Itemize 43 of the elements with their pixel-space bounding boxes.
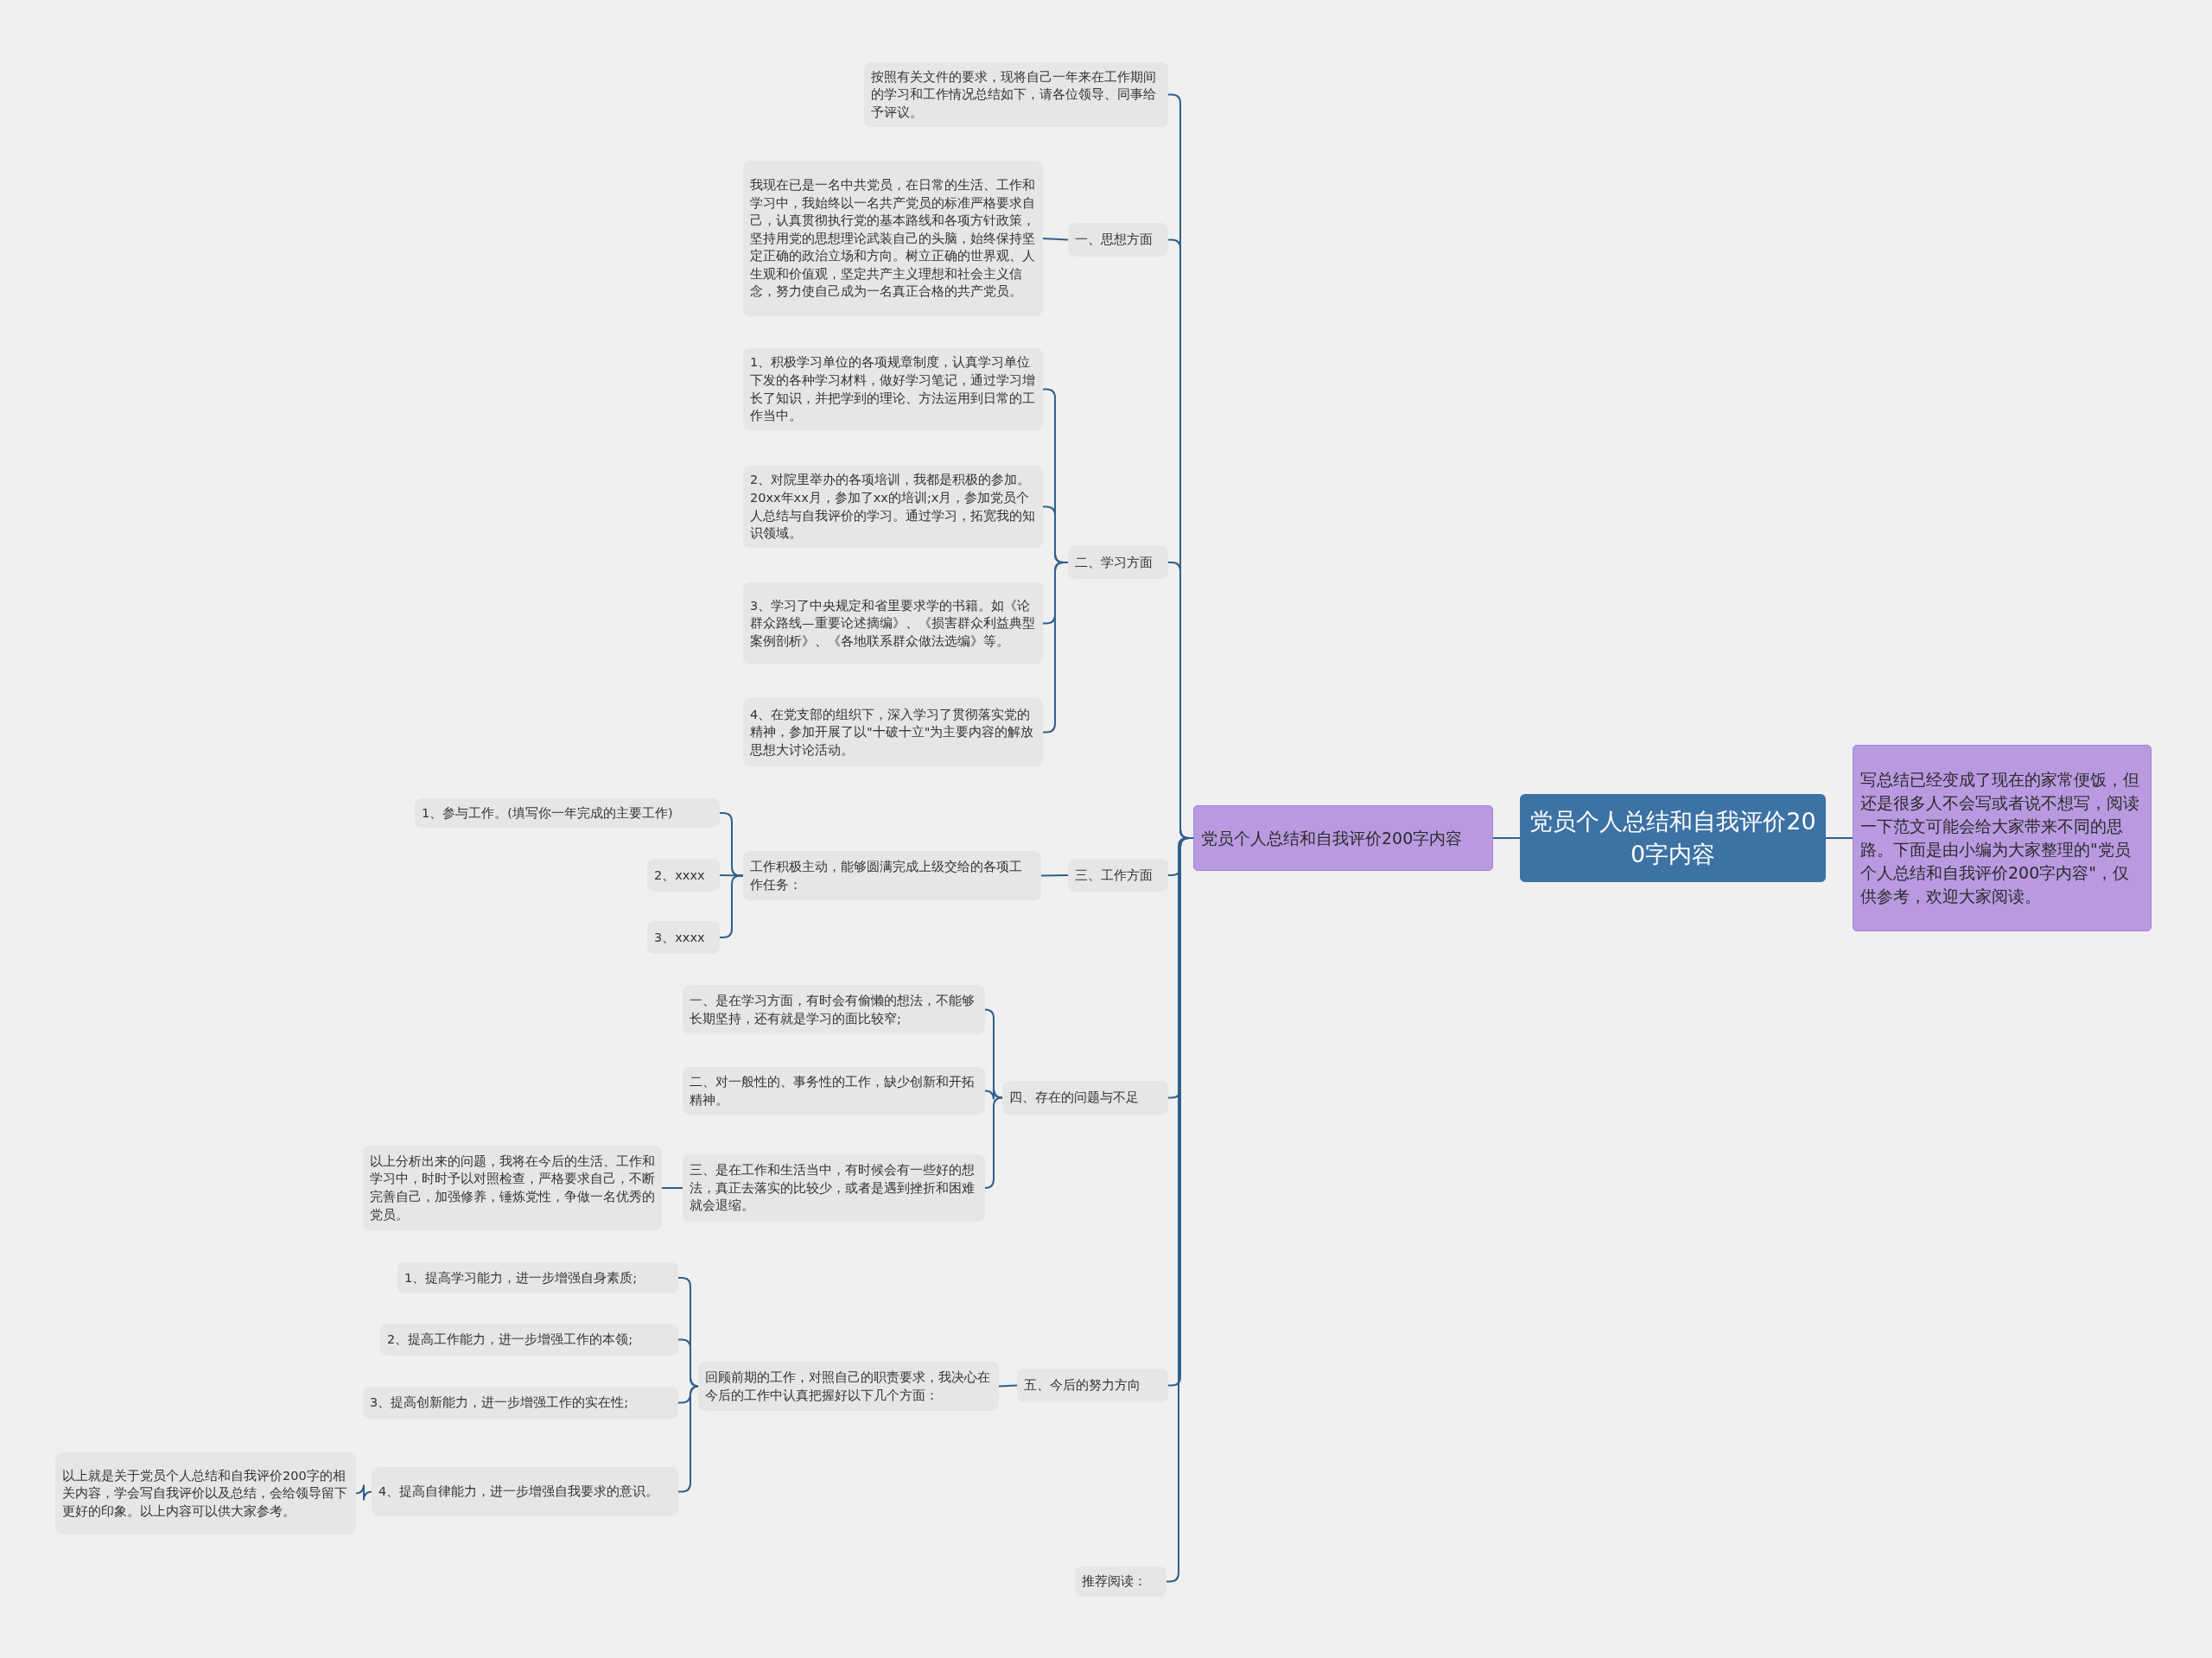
- topic-card: 以上分析出来的问题，我将在今后的生活、工作和学习中，时时予以对照检查，严格要求自己，不断完善自己，加强修养，锤炼党性，争做一名优秀的党员。: [363, 1146, 662, 1230]
- connector-line: [1040, 874, 1069, 877]
- connector-line: [1492, 837, 1521, 839]
- topic-card: 一、思想方面: [1068, 223, 1168, 257]
- topic-card: 推荐阅读：: [1075, 1566, 1166, 1597]
- connector-line: [661, 1187, 683, 1189]
- topic-card: 1、积极学习单位的各项规章制度，认真学习单位下发的各种学习材料，做好学习笔记，通过学习增长了知识，并把学到的理论、方法运用到日常的工作当中。: [743, 348, 1043, 430]
- summary-card: 党员个人总结和自我评价200字内容: [1193, 805, 1493, 871]
- topic-card: 3、提高创新能力，进一步增强工作的实在性;: [363, 1387, 678, 1419]
- topic-card: 回顾前期的工作，对照自己的职责要求，我决心在今后的工作中认真把握好以下几个方面：: [698, 1362, 999, 1411]
- central-topic: 党员个人总结和自我评价200字内容: [1520, 794, 1826, 882]
- topic-card: 1、参与工作。(填写你一年完成的主要工作): [415, 798, 720, 828]
- topic-card: 4、在党支部的组织下，深入学习了贯彻落实党的精神，参加开展了以"十破十立"为主要内容的解放思想大讨论活动。: [743, 698, 1043, 766]
- topic-card: 三、是在工作和生活当中，有时候会有一些好的想法，真正去落实的比较少，或者是遇到挫折和困难就会退缩。: [683, 1154, 985, 1222]
- connector-line: [719, 874, 744, 877]
- topic-card: 三、工作方面: [1068, 859, 1168, 892]
- topic-card: 1、提高学习能力，进一步增强自身素质;: [397, 1262, 678, 1293]
- connector-line: [1042, 238, 1069, 241]
- topic-card: 一、是在学习方面，有时会有偷懒的想法，不能够长期坚持，还有就是学习的面比较窄;: [683, 985, 985, 1034]
- topic-card: 二、对一般性的、事务性的工作，缺少创新和开拓精神。: [683, 1067, 985, 1115]
- topic-card: 按照有关文件的要求，现将自己一年来在工作期间的学习和工作情况总结如下，请各位领导、同事给予评议。: [864, 62, 1168, 127]
- connector-line: [719, 874, 744, 938]
- topic-card: 工作积极主动，能够圆满完成上级交给的各项工作任务：: [743, 851, 1041, 900]
- connector-line: [677, 1385, 700, 1493]
- topic-card: 我现在已是一名中共党员，在日常的生活、工作和学习中，我始终以一名共产党员的标准严格要求自己，认真贯彻执行党的基本路线和各项方针政策，坚持用党的思想理论武装自己的头脑，始终保持坚定正确的政治立场和方向。树立正确的世界观、人生观和价值观，坚定共产主义理想和社会主义信念，努力使自己成为一名真正合格的共产党员。: [743, 161, 1043, 316]
- topic-card: 2、对院里举办的各项培训，我都是积极的参加。20xx年xx月，参加了xx的培训;x月，参加党员个人总结与自我评价的学习。通过学习，拓宽我的知识领域。: [743, 466, 1043, 548]
- connector-line: [984, 1088, 1003, 1101]
- topic-card: 四、存在的问题与不足: [1002, 1081, 1168, 1115]
- topic-card: 4、提高自律能力，进一步增强自我要求的意识。: [372, 1467, 678, 1516]
- topic-card: 五、今后的努力方向: [1017, 1369, 1168, 1402]
- connector-line: [984, 1096, 1003, 1189]
- topic-card: 2、xxxx: [647, 859, 720, 892]
- summary-card: 写总结已经变成了现在的家常便饭，但还是很多人不会写或者说不想写，阅读一下范文可能会给大家带来不同的思路。下面是由小编为大家整理的"党员个人总结和自我评价200字内容"，仅供参考，欢迎大家阅读。: [1853, 745, 2152, 931]
- topic-card: 二、学习方面: [1068, 546, 1168, 579]
- connector-line: [998, 1384, 1018, 1388]
- connector-line: [677, 1338, 700, 1388]
- topic-card: 2、提高工作能力，进一步增强工作的本领;: [380, 1324, 678, 1356]
- topic-card: 3、xxxx: [647, 921, 720, 954]
- connector-line: [1042, 562, 1069, 734]
- connector-line: [1825, 837, 1853, 839]
- connector-line: [354, 1483, 373, 1502]
- topic-card: 3、学习了中央规定和省里要求学的书籍。如《论群众路线—重要论述摘编》、《损害群众利益典型案例剖析》、《各地联系群众做法选编》等。: [743, 582, 1043, 664]
- topic-card: 以上就是关于党员个人总结和自我评价200字的相关内容，学会写自我评价以及总结，会给领导留下更好的印象。以上内容可以供大家参考。: [55, 1452, 356, 1534]
